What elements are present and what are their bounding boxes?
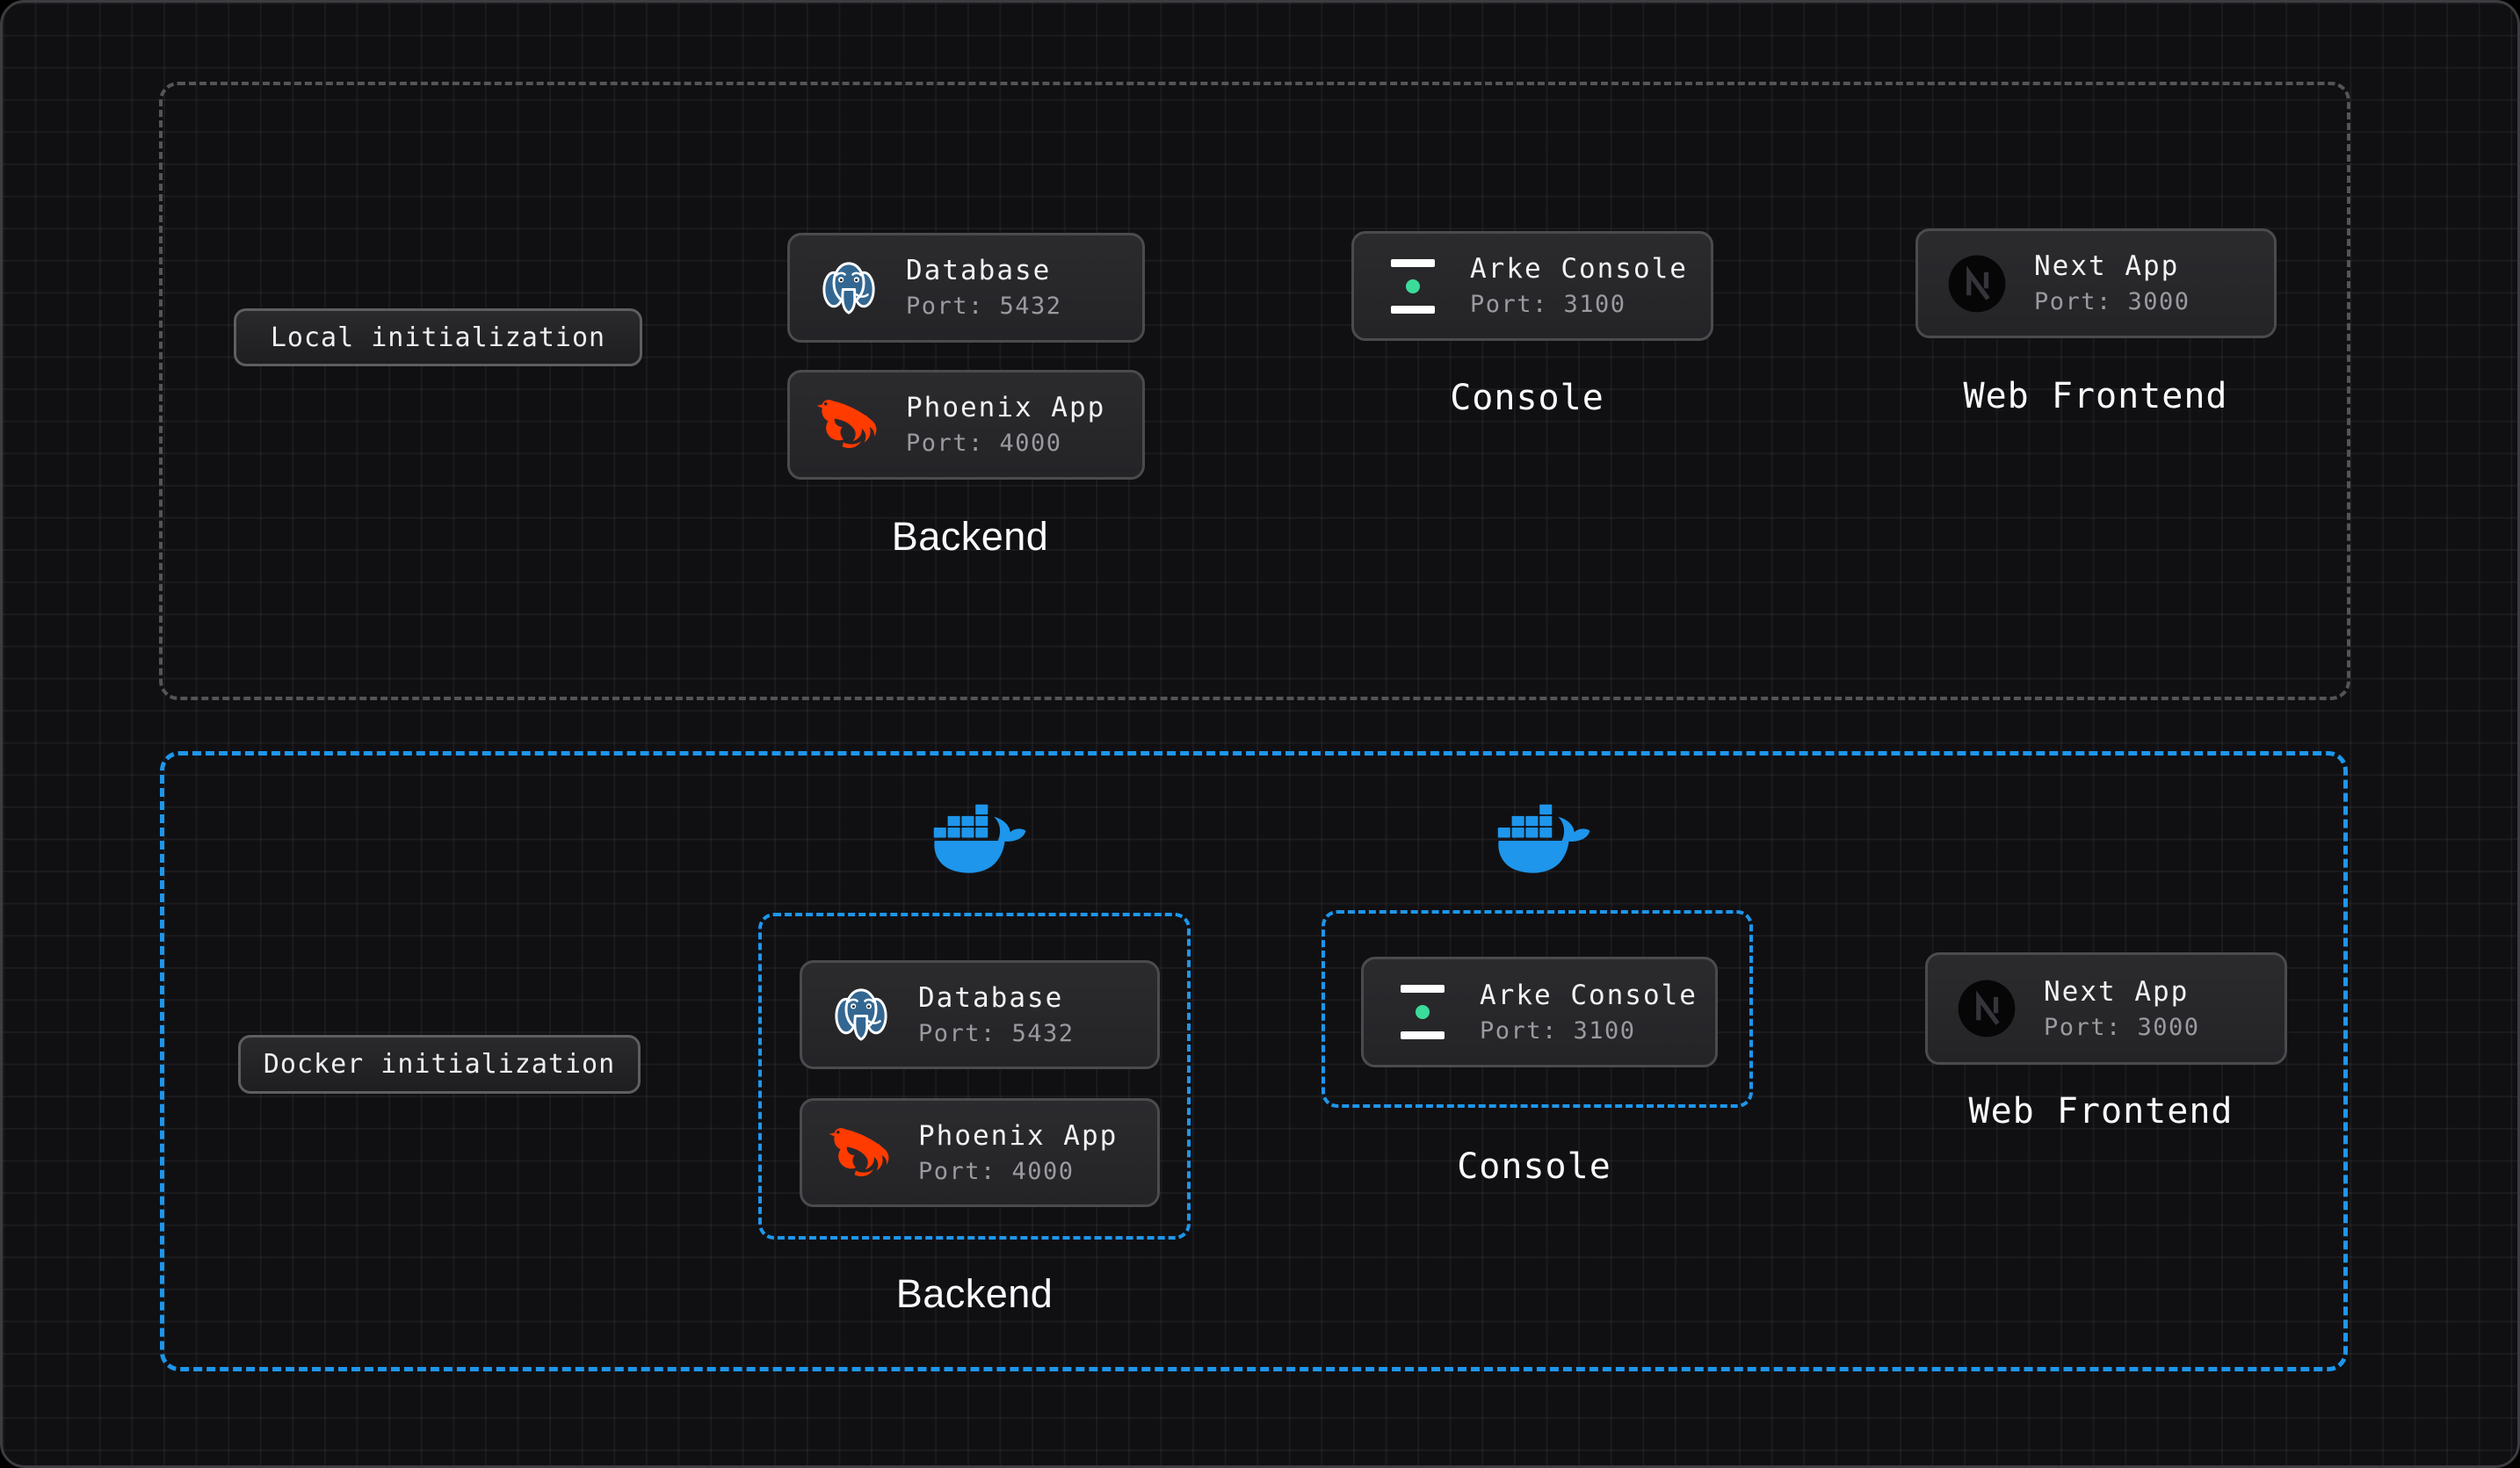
- backend-group-label-docker: Backend: [895, 1271, 1054, 1316]
- postgresql-icon: [829, 982, 894, 1047]
- card-title: Next App: [2044, 975, 2190, 1008]
- arke-console-icon: [1380, 254, 1445, 319]
- local-initialization-badge-label: Local initialization: [270, 322, 606, 353]
- phoenix-icon: [816, 393, 881, 458]
- card-title: Next App: [2034, 250, 2180, 283]
- docker-initialization-badge: Docker initialization: [238, 1035, 641, 1094]
- phoenix-icon: [829, 1120, 894, 1185]
- nextjs-icon: [1944, 251, 2009, 316]
- backend-docker-group-box: [758, 913, 1191, 1240]
- phoenix-card-docker: Phoenix App Port: 4000: [800, 1098, 1160, 1207]
- phoenix-card-local: Phoenix App Port: 4000: [787, 370, 1145, 480]
- card-port: Port: 5432: [906, 293, 1062, 321]
- card-port: Port: 4000: [918, 1157, 1075, 1185]
- card-title: Database: [918, 981, 1064, 1014]
- arke-console-icon: [1390, 980, 1455, 1045]
- local-initialization-badge: Local initialization: [234, 308, 642, 366]
- web-frontend-group-label-local: Web Frontend: [1963, 376, 2228, 416]
- card-port: Port: 3000: [2034, 288, 2191, 316]
- docker-whale-icon: [932, 803, 1034, 879]
- card-port: Port: 4000: [906, 430, 1062, 458]
- card-title: Phoenix App: [906, 392, 1106, 424]
- backend-group-label-local: Backend: [891, 514, 1049, 559]
- console-group-label-local: Console: [1450, 378, 1604, 418]
- next-app-card-docker: Next App Port: 3000: [1925, 952, 2287, 1065]
- card-title: Database: [906, 255, 1052, 287]
- nextjs-icon: [1954, 976, 2019, 1041]
- console-docker-group-box: [1322, 910, 1753, 1108]
- database-card-docker: Database Port: 5432: [800, 960, 1160, 1069]
- arke-console-card-local: Arke Console Port: 3100: [1351, 231, 1713, 341]
- card-title: Arke Console: [1470, 253, 1688, 286]
- docker-whale-icon: [1496, 803, 1598, 879]
- web-frontend-group-label-docker: Web Frontend: [1968, 1091, 2234, 1132]
- docker-initialization-badge-label: Docker initialization: [263, 1049, 616, 1080]
- local-initialization-container: [159, 82, 2350, 700]
- card-port: Port: 3000: [2044, 1013, 2200, 1041]
- docker-initialization-container: [160, 751, 2348, 1371]
- arke-console-card-docker: Arke Console Port: 3100: [1361, 957, 1718, 1067]
- card-port: Port: 3100: [1470, 291, 1626, 319]
- card-port: Port: 5432: [918, 1019, 1075, 1047]
- card-title: Phoenix App: [918, 1119, 1119, 1152]
- card-title: Arke Console: [1480, 979, 1698, 1011]
- postgresql-icon: [816, 256, 881, 321]
- console-group-label-docker: Console: [1457, 1146, 1611, 1187]
- next-app-card-local: Next App Port: 3000: [1915, 228, 2277, 338]
- card-port: Port: 3100: [1480, 1016, 1636, 1045]
- database-card-local: Database Port: 5432: [787, 233, 1145, 343]
